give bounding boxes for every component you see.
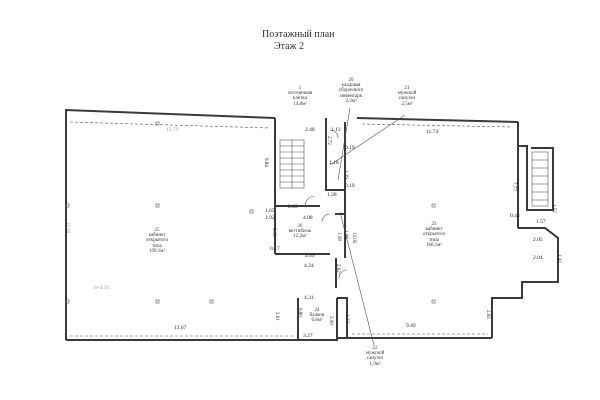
room-24-label: 24 балкон 6,8м² bbox=[304, 308, 330, 323]
room-number: 26 bbox=[297, 224, 303, 229]
dimension-label: 1.38 bbox=[336, 232, 341, 241]
outer-wall-top-left bbox=[65, 108, 276, 120]
room-number: 25 bbox=[154, 228, 160, 233]
room-number: 20 bbox=[348, 78, 354, 83]
leader-20 bbox=[337, 107, 351, 181]
stair-right bbox=[531, 151, 549, 207]
stair-annex-right bbox=[518, 145, 554, 211]
room-name: инвентаря bbox=[340, 93, 362, 99]
room-25-label: 25 кабинет открытого типа 199,1м² bbox=[138, 228, 176, 254]
balcony-outline bbox=[297, 298, 338, 341]
dimension-label: 0.19 bbox=[345, 183, 355, 189]
room-name: балкон bbox=[309, 313, 325, 318]
room-name: санузел bbox=[398, 96, 416, 102]
room-26-label: 26 вестибюль 12,2м² bbox=[285, 224, 315, 239]
room-number: 22 bbox=[372, 346, 378, 351]
room-name: типа bbox=[152, 243, 162, 249]
dimension-label: 4.24 bbox=[304, 263, 314, 269]
dimension-label: 3.27 bbox=[303, 333, 313, 339]
room-number: 1 bbox=[298, 86, 302, 91]
room-1-label: 1 лестничная клетка 14,8м² bbox=[285, 86, 315, 107]
dimension-label: 9.49 bbox=[406, 323, 416, 329]
room-name: кабинет bbox=[425, 227, 443, 232]
room-name: мужской bbox=[365, 351, 385, 356]
dimension-label: 13.79 bbox=[166, 127, 179, 133]
dimension-label: 11.59 bbox=[65, 222, 70, 234]
core-wall-a bbox=[325, 118, 345, 191]
dimension-label: 0.48 bbox=[510, 213, 520, 219]
room-name: кладовая bbox=[341, 83, 361, 88]
room-number: 24 bbox=[314, 308, 320, 313]
dimension-label: 3.11 bbox=[271, 228, 276, 237]
dimension-label: 1.42 bbox=[556, 254, 561, 263]
room-20-label: 20 кладовая уборочного инвентаря 2,3м² bbox=[333, 78, 369, 104]
dimension-label: 0.17 bbox=[270, 246, 280, 252]
dimension-label: 11.74 bbox=[426, 129, 439, 135]
room-area: 12,2м² bbox=[293, 234, 307, 240]
room-number: 21 bbox=[404, 86, 410, 91]
room-area: 14,8м² bbox=[293, 101, 307, 107]
room-22-label: 22 мужской санузел 1,9м² bbox=[360, 346, 390, 367]
room-name: вестибюль bbox=[288, 229, 312, 234]
room-21-label: 21 мужской санузел 2,5м² bbox=[392, 86, 422, 107]
room-name: уборочного bbox=[338, 88, 364, 94]
room-name: открытого bbox=[423, 232, 445, 238]
dimension-label: 2.05 bbox=[533, 237, 543, 243]
room-name: лестничная bbox=[287, 91, 313, 96]
height-label: h=3.91 bbox=[94, 285, 110, 291]
plan-title: Поэтажный план bbox=[262, 29, 335, 40]
annex-right-lower bbox=[491, 227, 559, 338]
room-number: 23 bbox=[431, 222, 437, 227]
dimension-label: 1.06 bbox=[343, 230, 348, 239]
room-area: 6,8м² bbox=[311, 318, 323, 324]
dimension-label: 2.62 bbox=[335, 264, 340, 273]
room-area: 1,9м² bbox=[369, 361, 381, 367]
dimension-label: 2.60 bbox=[288, 204, 298, 210]
dimension-label: 12.05 bbox=[351, 232, 356, 244]
room-name: мужской bbox=[397, 91, 417, 96]
dimension-label: 2.61 bbox=[274, 312, 279, 321]
dimension-label: 2.72 bbox=[326, 136, 331, 145]
dimension-label: 4.08 bbox=[303, 215, 313, 221]
room-name: открытого bbox=[146, 238, 168, 244]
leader-22 bbox=[339, 211, 375, 346]
room-name: санузел bbox=[366, 356, 384, 362]
room-area: 2,5м² bbox=[401, 101, 413, 107]
dimension-label: 2.65 bbox=[485, 310, 490, 319]
dimension-label: 1.33 bbox=[344, 314, 349, 323]
dimension-label: 1.65 bbox=[265, 208, 275, 214]
dimension-label: 1.92 bbox=[265, 215, 275, 221]
dimension-label: 1.57 bbox=[536, 219, 546, 225]
outer-wall-top-right bbox=[356, 117, 519, 123]
room-name: кабинет bbox=[148, 233, 166, 238]
leader-21 bbox=[329, 114, 406, 166]
dimension-label: 1.18 bbox=[329, 160, 339, 166]
dimension-label: 13.67 bbox=[174, 325, 187, 331]
dimension-label: 2.09 bbox=[328, 316, 333, 325]
dimension-label: 1.28 bbox=[327, 192, 337, 198]
dimension-label: 1.13 bbox=[331, 127, 341, 133]
floor-label: Этаж 2 bbox=[274, 41, 304, 52]
room-name: типа bbox=[429, 237, 439, 243]
thin-lines bbox=[65, 107, 549, 346]
dimension-label: 0.80 bbox=[297, 308, 302, 317]
dimension-label: 2.48 bbox=[305, 127, 315, 133]
dimension-label: 0.19 bbox=[345, 145, 355, 151]
dimension-label: 2.04 bbox=[533, 255, 543, 261]
dimension-label: 7.77 bbox=[511, 182, 516, 191]
dimension-label: 1.39 bbox=[343, 170, 348, 179]
dimension-label: 9.84 bbox=[263, 158, 268, 167]
room-area: 2,3м² bbox=[345, 98, 357, 104]
core-wall-e bbox=[337, 297, 348, 338]
dimension-label: 4.09 bbox=[305, 253, 315, 259]
dimension-label: 4.31 bbox=[304, 295, 314, 301]
core-wall-c bbox=[335, 213, 346, 258]
room-area: 160,1м² bbox=[426, 242, 442, 248]
room-area: 199,1м² bbox=[149, 248, 165, 254]
room-name: клетка bbox=[293, 96, 307, 102]
room-23-label: 23 кабинет открытого типа 160,1м² bbox=[416, 222, 452, 248]
dimension-label: 1.52 bbox=[551, 204, 556, 213]
